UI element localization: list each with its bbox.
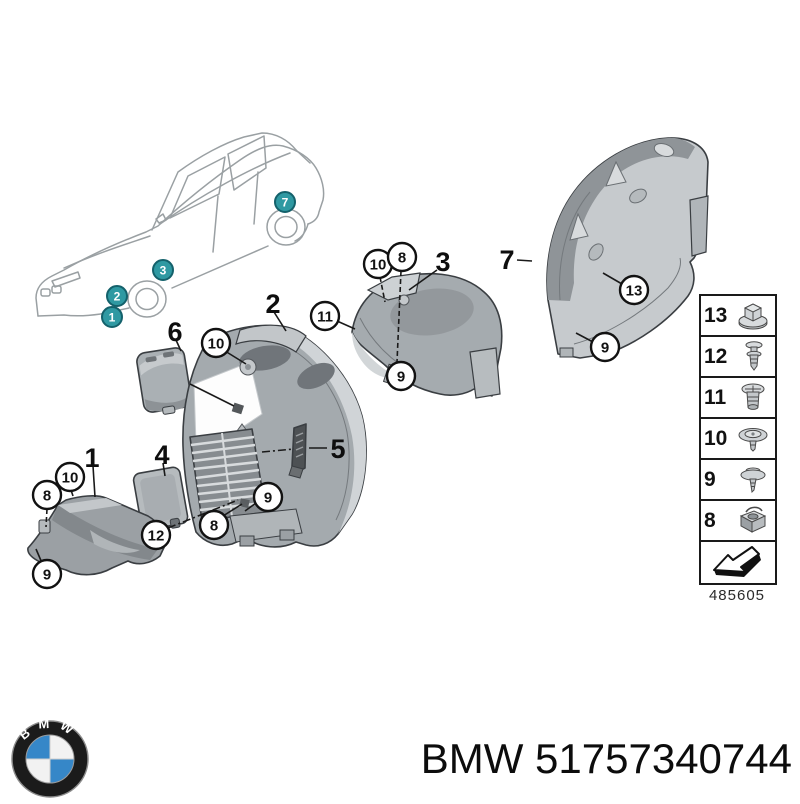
diagram-code: 485605 xyxy=(708,587,766,604)
callout-circle: 9 xyxy=(252,481,284,513)
legend-number: 12 xyxy=(704,345,728,368)
part-label-2: 2 xyxy=(265,289,280,319)
svg-text:9: 9 xyxy=(264,490,272,507)
callout-circle: 11 xyxy=(309,300,341,332)
svg-text:8: 8 xyxy=(43,488,51,505)
callout-circle: 8 xyxy=(31,479,63,511)
legend-row: 8 xyxy=(701,501,775,542)
fastener-callouts: 10 11 10 8 9 13 9 10 xyxy=(31,241,650,590)
part-number-labels: 1 2 3 4 5 6 7 xyxy=(84,245,514,473)
leader-lines xyxy=(35,259,623,564)
legend-number: 10 xyxy=(704,427,728,450)
legend-number: 11 xyxy=(704,386,727,409)
part-label-1: 1 xyxy=(84,443,99,473)
part-label-6: 6 xyxy=(167,317,182,347)
svg-text:10: 10 xyxy=(208,336,225,353)
car-marker-3: 3 xyxy=(152,259,174,281)
part-label-5: 5 xyxy=(330,434,345,464)
part-5-bracket-drawing xyxy=(288,423,307,479)
legend-row: 13 xyxy=(701,296,775,337)
svg-text:8: 8 xyxy=(210,518,218,535)
car-marker-7: 7 xyxy=(274,191,296,213)
flange-rivet-icon xyxy=(732,421,772,457)
legend-row: 9 xyxy=(701,460,775,501)
svg-text:13: 13 xyxy=(626,283,643,300)
callout-circle: 9 xyxy=(589,331,621,363)
car-marker-number: 2 xyxy=(114,290,121,304)
callout-circle: 12 xyxy=(140,519,172,551)
blind-rivet-nut-icon xyxy=(732,380,772,416)
part-1-underbody-cover-drawing xyxy=(27,495,168,576)
screw-washer-icon xyxy=(732,462,772,498)
car-position-markers: 1 2 3 7 xyxy=(101,191,296,328)
parts-diagram-canvas: 1 2 3 7 xyxy=(27,132,709,590)
car-marker-number: 1 xyxy=(109,311,116,325)
expanding-rivet-icon xyxy=(732,339,772,375)
callout-circle: 13 xyxy=(618,274,650,306)
part-number-text: BMW 51757340744 xyxy=(420,735,792,782)
legend-row xyxy=(701,542,775,583)
car-marker-1: 1 xyxy=(101,306,123,328)
svg-text:10: 10 xyxy=(370,257,387,274)
legend-row: 11 xyxy=(701,378,775,419)
svg-text:10: 10 xyxy=(62,470,79,487)
part-label-7: 7 xyxy=(499,245,514,275)
svg-text:9: 9 xyxy=(397,369,405,386)
svg-text:8: 8 xyxy=(398,250,406,267)
cage-nut-icon xyxy=(732,503,772,539)
svg-text:11: 11 xyxy=(317,309,333,326)
part-7-rear-wheelarch-liner-drawing xyxy=(546,137,709,360)
bmw-roundel-logo: BMW xyxy=(10,716,90,804)
part-3-front-section-liner-drawing xyxy=(351,272,503,399)
part-6-access-cover-drawing xyxy=(136,347,192,415)
callout-circle: 9 xyxy=(31,558,63,590)
legend-row: 12 xyxy=(701,337,775,378)
legend-row: 10 xyxy=(701,419,775,460)
car-marker-number: 7 xyxy=(282,196,289,210)
svg-text:12: 12 xyxy=(148,528,165,545)
install-direction-arrow-icon xyxy=(710,544,766,581)
svg-text:9: 9 xyxy=(601,340,609,357)
part-label-3: 3 xyxy=(435,247,450,277)
legend-number: 9 xyxy=(704,468,716,491)
legend-number: 8 xyxy=(704,509,716,532)
callout-circle: 9 xyxy=(385,360,417,392)
part-2-front-wheelarch-liner-drawing xyxy=(182,324,367,548)
callout-circle: 10 xyxy=(200,327,232,359)
car-marker-2: 2 xyxy=(106,285,128,307)
callout-circle: 8 xyxy=(198,509,230,541)
vehicle-outline-drawing xyxy=(35,132,325,318)
svg-text:9: 9 xyxy=(43,567,51,584)
part-label-4: 4 xyxy=(154,440,169,470)
fastener-legend-table: 13 12 11 xyxy=(699,294,777,585)
legend-number: 13 xyxy=(704,304,728,327)
car-marker-number: 3 xyxy=(160,264,167,278)
callout-circle: 8 xyxy=(386,241,418,273)
plastic-nut-icon xyxy=(732,298,772,334)
callout-circle: 10 xyxy=(54,461,86,493)
